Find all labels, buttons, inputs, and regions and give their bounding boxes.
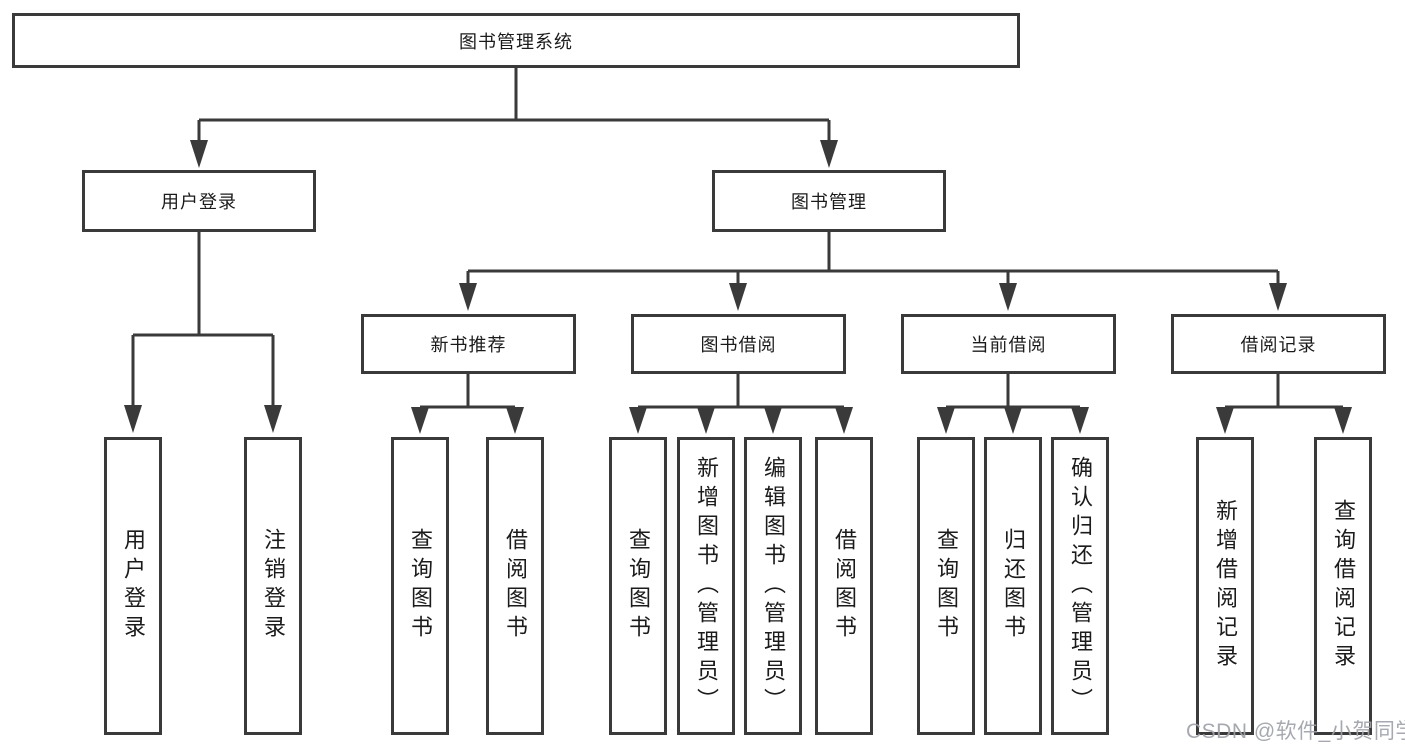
node-borrowing-records: 借阅记录 [1171, 314, 1386, 374]
node-rec-query-books: 查询图书 [391, 437, 449, 735]
node-rec-borrow-books: 借阅图书 [486, 437, 544, 735]
node-bor-borrow-books: 借阅图书 [815, 437, 873, 735]
node-book-borrowing: 图书借阅 [631, 314, 846, 374]
node-bor-add-books-admin: 新增图书（管理员） [677, 437, 735, 735]
node-bor-query-books: 查询图书 [609, 437, 667, 735]
node-logout-leaf: 注销登录 [244, 437, 302, 735]
node-cur-return-books: 归还图书 [984, 437, 1042, 735]
node-log-query-record: 查询借阅记录 [1314, 437, 1372, 735]
node-new-book-recommend: 新书推荐 [361, 314, 576, 374]
node-cur-confirm-return-admin: 确认归还（管理员） [1051, 437, 1109, 735]
node-user-login: 用户登录 [82, 170, 316, 232]
node-user-login-leaf: 用户登录 [104, 437, 162, 735]
node-book-management: 图书管理 [712, 170, 946, 232]
node-current-borrowing: 当前借阅 [901, 314, 1116, 374]
node-cur-query-books: 查询图书 [917, 437, 975, 735]
node-root: 图书管理系统 [12, 13, 1020, 68]
csdn-watermark: CSDN @软件_小贺同学 [1186, 720, 1405, 743]
node-log-add-record: 新增借阅记录 [1196, 437, 1254, 735]
node-bor-edit-books-admin: 编辑图书（管理员） [744, 437, 802, 735]
